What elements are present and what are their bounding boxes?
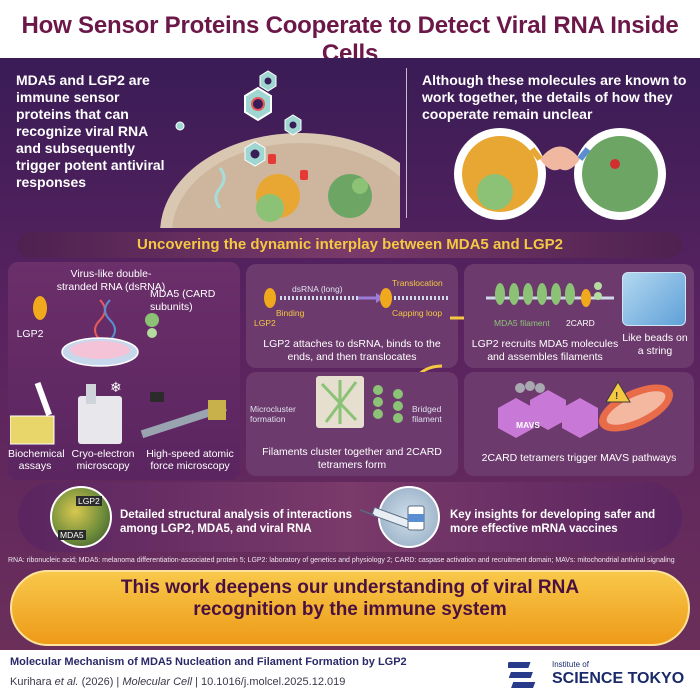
conclusion-text: This work deepens our understanding of v… (120, 577, 580, 620)
virus-icon (284, 114, 302, 136)
citation-etal: et al. (54, 676, 79, 688)
logo-small-text: Institute of (552, 660, 589, 669)
mda5-label: MDA5 (CARD subunits) (150, 288, 216, 313)
lgp2-label: LGP2 (16, 328, 44, 340)
method-biochemical: Biochemical assays (8, 448, 65, 472)
structure-label-mda5: MDA5 (58, 530, 86, 540)
journal-name: Molecular Cell (122, 676, 193, 688)
afm-icon (140, 403, 227, 439)
snowflake-icon: ❄ (110, 379, 122, 395)
assay-plate-icon (10, 415, 55, 445)
intro-left-text: MDA5 and LGP2 are immune sensor proteins… (16, 72, 165, 190)
divider (406, 68, 407, 218)
pipette-icon (34, 381, 52, 416)
logo-big-text: SCIENCE TOKYO (552, 670, 685, 687)
section-heading: Uncovering the dynamic interplay between… (137, 236, 563, 253)
instruments-illustration: ❄ (10, 379, 227, 445)
mda5-icon (145, 313, 159, 338)
microcluster-illustration (316, 376, 403, 428)
lgp2-icon (33, 296, 47, 320)
microscope-icon (78, 396, 122, 444)
card-domain-icon (594, 282, 602, 300)
beads-label: Like beads on a string (622, 332, 688, 357)
translocation-label: Translocation (392, 278, 443, 288)
microcluster-label: Microcluster formation (250, 404, 296, 424)
step1-card (246, 264, 458, 368)
handshake-illustration (454, 128, 666, 220)
step4-caption: 2CARD tetramers trigger MAVS pathways (481, 452, 677, 464)
doi: | 10.1016/j.molcel.2025.12.019 (192, 676, 346, 688)
citation: Kurihara et al. (2026) | Molecular Cell … (10, 676, 345, 688)
results-panel (18, 482, 682, 552)
lgp2-icon (380, 288, 392, 308)
intro-right-text: Although these molecules are known to wo… (422, 72, 687, 122)
citation-authors: Kurihara (10, 676, 52, 688)
virus-icon (244, 141, 266, 167)
abbreviations: RNA: ribonucleic acid; MDA5: melanoma di… (8, 557, 675, 564)
results-right-text: Key insights for developing safer and mo… (450, 509, 656, 535)
step3-caption: Filaments cluster together and 2CARD tet… (262, 446, 442, 471)
mda5-filament-label: MDA5 filament (494, 318, 550, 328)
lgp2-icon (264, 288, 276, 308)
cell-virus-illustration (160, 70, 400, 228)
step2-caption: LGP2 recruits MDA5 molecules and assembl… (471, 338, 619, 363)
dsrna-label: Virus-like double-stranded RNA (dsRNA) (56, 268, 166, 293)
lgp2-small-label: LGP2 (254, 318, 276, 328)
warning-icon (605, 381, 631, 403)
mavs-label: MAVS (516, 420, 540, 430)
svg-text:!: ! (615, 391, 618, 402)
science-tokyo-logo-icon (508, 662, 536, 688)
step1-caption: LGP2 attaches to dsRNA, binds to the end… (263, 338, 441, 363)
dsrna-long-label: dsRNA (long) (292, 284, 343, 294)
paper-title: Molecular Mechanism of MDA5 Nucleation a… (10, 656, 407, 668)
2card-label: 2CARD (566, 318, 595, 328)
binding-label: Binding (276, 308, 305, 318)
mavs-illustration: ! (498, 381, 674, 438)
results-left-text: Detailed structural analysis of interact… (120, 509, 352, 535)
section-heading-banner (18, 232, 682, 258)
petri-dish-illustration (33, 296, 159, 367)
page-title: How Sensor Proteins Cooperate to Detect … (21, 12, 679, 67)
syringe-icon (360, 505, 425, 531)
footer (0, 650, 700, 700)
beads-image (622, 272, 686, 326)
citation-year: (2026) | (81, 676, 123, 688)
mda5-filament-illustration (486, 282, 614, 307)
dna-icon (94, 299, 116, 341)
conclusion-banner (10, 570, 690, 646)
virus-icon (259, 70, 277, 92)
method-cryo-em: Cryo-electron microscopy (71, 448, 135, 472)
structure-label-lgp2: LGP2 (76, 496, 102, 506)
handshake-icon (540, 146, 580, 171)
bridged-filament-label: Bridged filament (412, 404, 442, 424)
capping-loop-label: Capping loop (392, 308, 443, 318)
step1-illustration (264, 288, 448, 308)
virus-icon (244, 86, 272, 122)
method-hs-afm: High-speed atomic force microscopy (146, 448, 234, 472)
title-bar (0, 0, 700, 58)
lgp2-icon (581, 289, 591, 307)
